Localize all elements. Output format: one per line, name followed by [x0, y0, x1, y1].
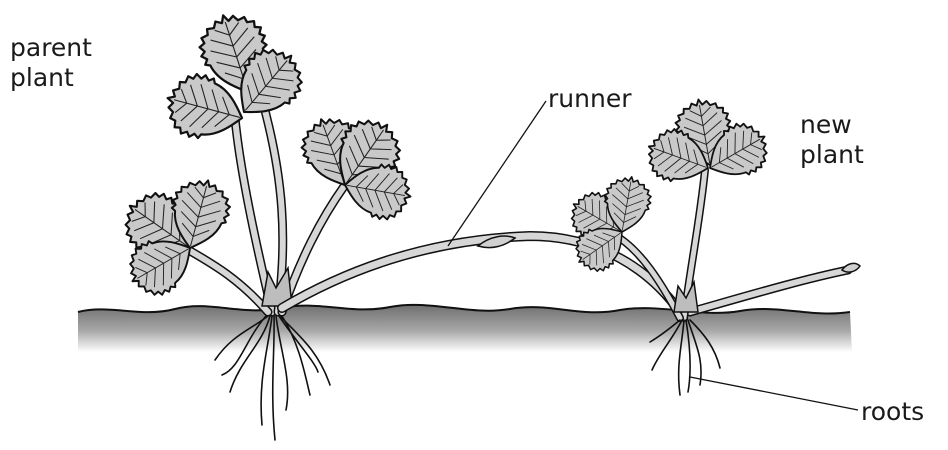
- runner-tip-bud: [842, 263, 860, 272]
- parent-leaf-cluster-right: [294, 107, 415, 223]
- roots-label: roots: [861, 397, 924, 427]
- runner-label: runner: [548, 84, 631, 114]
- parent-leaf-cluster-left: [112, 173, 236, 305]
- runner-stem: [282, 236, 860, 312]
- new-leaf-cluster-top: [640, 95, 778, 193]
- roots-pointer-line: [690, 377, 858, 410]
- parent-plant-label-line1: parent: [10, 33, 92, 63]
- new-plant-label: new plant: [800, 110, 864, 170]
- new-leaf-cluster-left: [562, 173, 655, 280]
- new-plant-label-line2: plant: [800, 140, 864, 170]
- parent-plant-label: parent plant: [10, 33, 92, 93]
- parent-plant-label-line2: plant: [10, 63, 92, 93]
- new-plant-label-line1: new: [800, 110, 864, 140]
- runner-pointer-line: [448, 101, 546, 246]
- parent-plant: [112, 5, 415, 440]
